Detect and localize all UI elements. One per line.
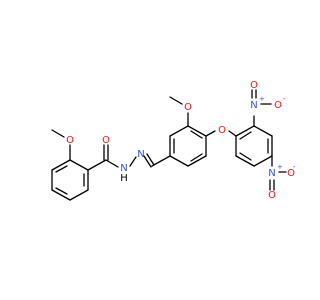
bond <box>235 155 255 167</box>
bond <box>187 125 207 137</box>
bond <box>228 130 237 137</box>
charge-plus-nitro-bottom: + <box>277 163 283 171</box>
atom-o-carbonyl: O <box>102 135 110 146</box>
atom-h-amide: H <box>120 173 128 184</box>
bond <box>87 159 107 171</box>
bond-aromatic-inner <box>190 130 203 139</box>
atom-o-methoxy-right: O <box>184 102 192 113</box>
bond <box>69 159 89 171</box>
atom-n-amide: N <box>120 163 127 174</box>
bond-double <box>143 155 152 168</box>
bond-aromatic-inner <box>55 165 68 173</box>
atom-n-imine: N <box>137 149 144 160</box>
bond <box>187 155 207 167</box>
atom-o-nitro-top-dbl: O <box>250 80 258 91</box>
bond-aromatic-inner <box>190 153 203 162</box>
bond <box>169 125 189 137</box>
atom-o-nitro-bottom-dbl: O <box>268 190 276 201</box>
bond <box>129 156 137 167</box>
bond-double <box>146 153 155 166</box>
molecule-structure-diagram: O O N H N O O N + O - O N + O - O <box>51 80 296 201</box>
atom-o-ether: O <box>218 125 226 136</box>
bond <box>51 129 65 138</box>
bond <box>105 159 119 168</box>
atom-n-nitro-bottom: N <box>268 168 275 179</box>
bond <box>205 130 216 137</box>
charge-minus-nitro-bottom: - <box>293 163 296 171</box>
atom-n-nitro-top: N <box>250 100 257 111</box>
bond-aromatic-inner <box>239 131 252 140</box>
bond <box>151 155 171 167</box>
atom-o-nitro-top-neg: O <box>274 100 282 111</box>
atom-o-methoxy-left: O <box>66 135 74 146</box>
bond-aromatic-inner <box>55 187 68 195</box>
bond <box>169 96 183 105</box>
atom-label-layer: O O N H N O O N + O - O N + O - O <box>66 80 296 201</box>
charge-plus-nitro-top: + <box>259 95 265 103</box>
bond <box>69 189 89 201</box>
bond <box>51 189 71 201</box>
bond <box>235 125 255 137</box>
atom-o-nitro-bottom-neg: O <box>287 168 295 179</box>
bond-layer <box>51 89 287 201</box>
bond <box>253 155 273 167</box>
bond <box>253 125 273 137</box>
bond-aromatic-inner <box>239 152 252 161</box>
charge-minus-nitro-top: - <box>283 95 286 103</box>
bond <box>169 155 189 167</box>
bond <box>51 159 71 171</box>
